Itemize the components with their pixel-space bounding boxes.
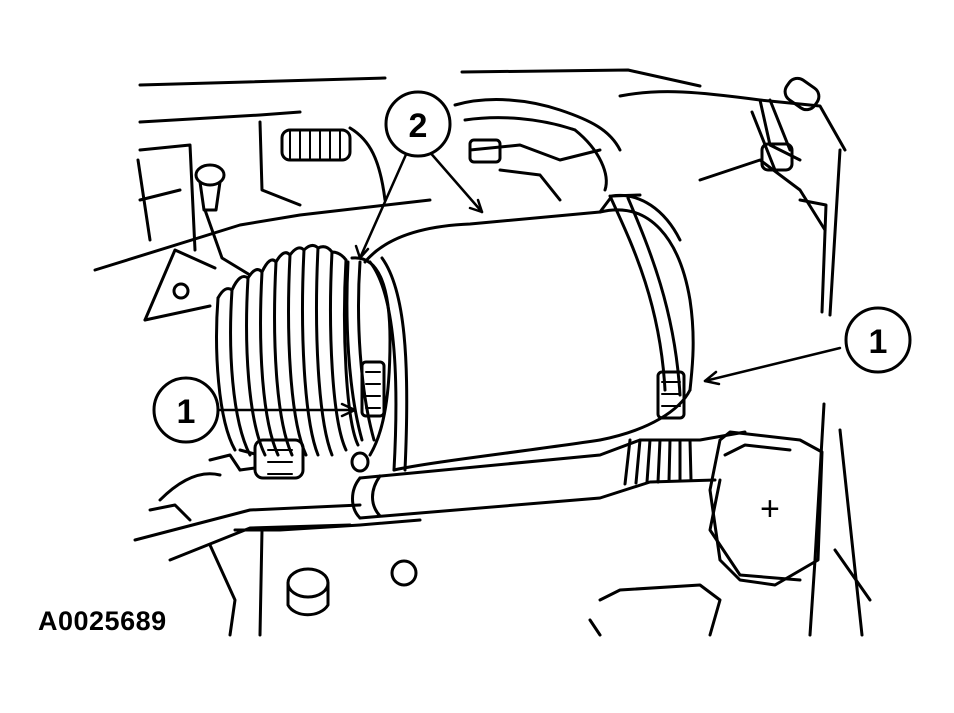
- engine-bay-background: [93, 68, 872, 637]
- callout-number-1-left: 1: [177, 393, 196, 431]
- battery: +: [708, 430, 824, 587]
- callout-marker-1-right: 1: [844, 306, 912, 374]
- bracket-hole: [172, 282, 190, 300]
- callout-leaders: [216, 148, 842, 418]
- base-grommet: [390, 559, 418, 587]
- callout-marker-1-left: 1: [152, 376, 220, 444]
- outlet-duct: [351, 430, 747, 520]
- battery-positive-mark: +: [760, 490, 780, 528]
- callout-number-2: 2: [409, 107, 428, 145]
- air-filter-housing: [363, 193, 695, 472]
- callout-number-1-right: 1: [869, 323, 888, 361]
- hose-clamp-right: [656, 370, 686, 420]
- lower-base-structure: [133, 478, 802, 637]
- wiring-harness: [453, 98, 622, 202]
- callout-marker-2: 2: [384, 90, 452, 158]
- figure-id-label: A0025689: [38, 606, 167, 636]
- fluid-reservoir-cap: [258, 120, 387, 207]
- mounting-bolt: [194, 163, 252, 277]
- base-bolt: [286, 567, 330, 617]
- intake-bellows: [215, 243, 360, 457]
- electrical-connector: [148, 438, 305, 522]
- vacuum-hose-fittings: [750, 76, 821, 172]
